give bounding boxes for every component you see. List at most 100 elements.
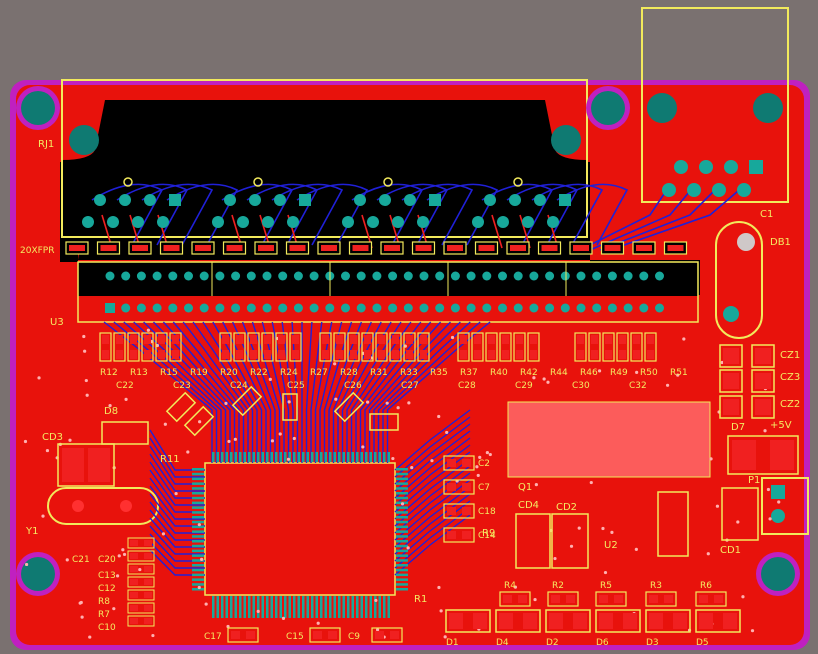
rj-pad (379, 194, 391, 206)
u3-pad (136, 271, 146, 281)
mcu-pin (369, 452, 372, 462)
u3-pad (513, 271, 523, 281)
via (292, 436, 296, 441)
mid-label: C18 (478, 507, 496, 517)
bottom-label: R5 (600, 581, 612, 591)
mcu-pin (192, 559, 204, 562)
u3-pad (168, 271, 178, 281)
via (597, 369, 602, 373)
u3-pad (482, 271, 492, 281)
via (68, 438, 72, 442)
mcu-pin (192, 549, 204, 553)
mcu-pin (324, 452, 327, 462)
u3-silkscreen (77, 261, 699, 323)
led-label: D4 (496, 638, 509, 648)
pinrow-pad-copper (195, 245, 211, 251)
bank-pad (144, 335, 151, 344)
capacitor-label: C28 (458, 381, 476, 391)
mcu-pin (257, 452, 260, 462)
mcu-pin (360, 596, 363, 618)
left-label: R8 (98, 597, 110, 607)
u3-pad (199, 303, 209, 313)
u3-pad (325, 303, 335, 313)
bank-component (127, 332, 140, 362)
via (763, 429, 767, 433)
mid-pad (462, 459, 471, 467)
capacitor-label: C30 (572, 381, 590, 391)
pinrow-pad-copper (667, 245, 684, 251)
mcu-pin (297, 596, 300, 618)
rj-pad (169, 194, 181, 206)
u2-outline (657, 491, 689, 557)
bank-pad (619, 335, 626, 344)
via (316, 621, 320, 625)
u3-pad (498, 271, 507, 281)
via (334, 397, 338, 401)
bank-component (141, 332, 154, 362)
rj-pad (157, 216, 169, 228)
mcu-pin (374, 596, 377, 618)
u3-pad (309, 303, 319, 313)
mcu-pin (324, 596, 327, 618)
rj-pad (559, 194, 571, 206)
left-pad (130, 605, 138, 611)
bank-pad (172, 350, 179, 359)
bottom-trace (368, 321, 452, 463)
led-pad (599, 613, 613, 629)
led-pad (623, 613, 637, 629)
mcu-pin (338, 452, 341, 462)
bank-pad (116, 335, 123, 344)
via (163, 422, 167, 426)
bank-pad (236, 350, 243, 359)
via (443, 635, 447, 639)
led-pad (499, 613, 513, 629)
bottom-label: R4 (504, 581, 516, 591)
bank-pad (516, 335, 523, 344)
left-component (127, 537, 155, 549)
label-c1: C1 (760, 209, 773, 220)
mcu-pin (396, 573, 408, 577)
mcu-pin (396, 535, 408, 538)
y1-pad (72, 500, 84, 512)
mcu-pin (252, 452, 255, 462)
bottom-component (595, 591, 627, 607)
mcu-pin (360, 452, 363, 462)
u3-pad (105, 271, 115, 281)
mcu-pin (261, 452, 264, 462)
via (750, 629, 755, 633)
led-pad (523, 613, 537, 629)
bank-pad (350, 350, 357, 359)
bank-component (602, 332, 615, 362)
mcu-pin (396, 482, 408, 485)
cz-pad (755, 348, 771, 364)
pinrow-pad-copper (258, 245, 274, 251)
cz-pad (755, 399, 771, 415)
bank-component (389, 332, 402, 362)
mid-component (443, 527, 475, 543)
via (475, 465, 479, 469)
connector-pad (674, 160, 688, 174)
u3-pad (560, 271, 570, 281)
mcu-pin (396, 544, 408, 548)
mcu-pin (192, 511, 204, 514)
mcu-pin (192, 516, 204, 519)
rj-pad (509, 194, 521, 206)
via (233, 437, 237, 441)
bank-component (289, 332, 302, 362)
u3-pad (105, 303, 115, 313)
pinrow-pad-copper (163, 245, 180, 251)
u3-pad (199, 271, 209, 281)
via (439, 609, 443, 613)
via (546, 380, 550, 384)
top-trace (491, 214, 503, 249)
bottom-pad (566, 595, 575, 603)
mcu-pin (396, 583, 408, 586)
bank-pad (130, 335, 137, 344)
mid-component (443, 479, 475, 495)
mcu-pin (302, 452, 305, 462)
label-u2: U2 (604, 540, 618, 551)
mcu-pin (396, 520, 408, 524)
via (385, 401, 389, 405)
